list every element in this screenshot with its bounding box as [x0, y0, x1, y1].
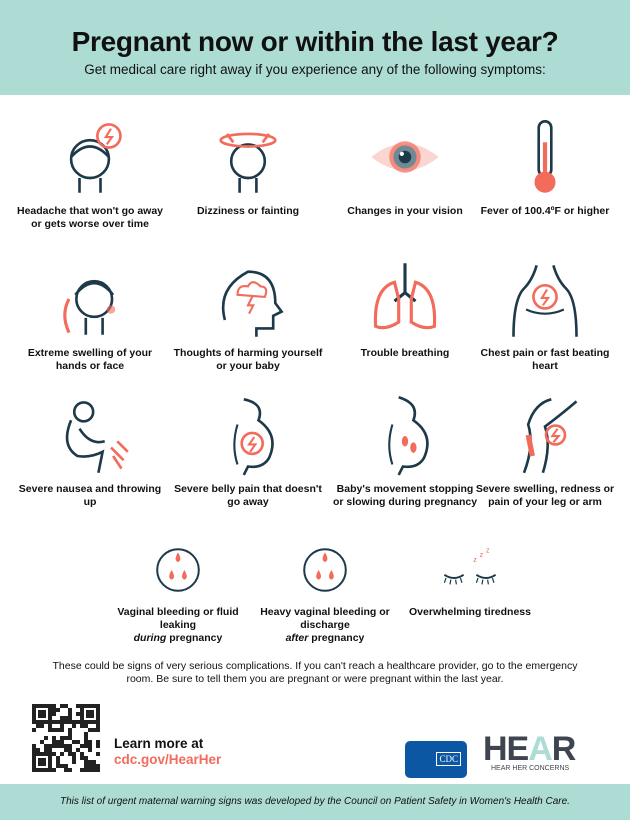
symptom-label: Chest pain or fast beating heart: [480, 347, 610, 372]
svg-text:z: z: [473, 555, 477, 564]
symptom-label-emphasis: after: [285, 632, 309, 644]
symptom-item: Fever of 100.4ºF or higher: [470, 115, 620, 218]
svg-text:z: z: [480, 550, 484, 559]
learn-more-link[interactable]: cdc.gov/HearHer: [114, 752, 222, 767]
symptom-item: Changes in your vision: [330, 115, 480, 218]
symptom-label: Thoughts of harming yourself or your bab…: [173, 347, 323, 372]
learn-more-text: Learn more at: [114, 736, 204, 751]
leg-pain-icon: [522, 398, 578, 474]
drops-icon: [156, 548, 200, 592]
page-subtitle: Get medical care right away if you exper…: [84, 62, 546, 77]
symptom-label: Headache that won't go away or gets wors…: [16, 205, 164, 230]
learn-more: Learn more at cdc.gov/HearHer: [114, 736, 221, 768]
symptom-item: Dizziness or fainting: [173, 115, 323, 218]
hear-logo: HEAR: [483, 730, 577, 769]
chest-pain-icon: [512, 265, 578, 337]
symptom-item: Headache that won't go away or gets wors…: [15, 115, 165, 231]
swelling-face-icon: [63, 279, 116, 335]
symptom-label: Baby's movement stopping or slowing duri…: [332, 483, 478, 508]
symptom-item: Chest pain or fast beating heart: [470, 257, 620, 373]
hear-logo-r: R: [551, 730, 577, 768]
qr-code-icon[interactable]: [32, 704, 100, 772]
warning-note: These could be signs of very serious com…: [52, 660, 578, 685]
symptom-item: Baby's movement stopping or slowing duri…: [330, 393, 480, 509]
symptom-label: Severe nausea and throwing up: [18, 483, 162, 508]
header: Pregnant now or within the last year? Ge…: [0, 0, 630, 95]
cdc-logo: CDC: [405, 741, 467, 778]
symptom-label: Fever of 100.4ºF or higher: [480, 205, 610, 217]
footer: This list of urgent maternal warning sig…: [0, 784, 630, 820]
drops-icon: [303, 548, 347, 592]
symptom-item: Severe swelling, redness or pain of your…: [470, 393, 620, 509]
symptom-label-text: Vaginal bleeding or fluid leaking: [117, 606, 239, 631]
page-title: Pregnant now or within the last year?: [71, 26, 559, 57]
cdc-logo-text: CDC: [436, 752, 461, 766]
hear-logo-a: A: [528, 730, 553, 768]
symptom-label-text: pregnancy: [311, 632, 365, 644]
symptom-label: Trouble breathing: [360, 347, 450, 359]
hear-logo-subtitle: HEAR HER CONCERNS: [491, 765, 570, 772]
headache-icon: [69, 123, 122, 193]
symptom-label-emphasis: during: [133, 632, 167, 644]
symptom-item: Severe belly pain that doesn't go away: [173, 393, 323, 509]
symptom-label: Severe swelling, redness or pain of your…: [475, 483, 615, 508]
symptom-item: Severe nausea and throwing up: [15, 393, 165, 509]
dizziness-icon: [219, 132, 277, 193]
sleep-icon: zzz: [443, 545, 497, 585]
svg-text:z: z: [486, 545, 490, 554]
storm-head-icon: [221, 270, 284, 337]
symptom-label: Overwhelming tiredness: [409, 606, 531, 618]
symptom-label: Extreme swelling of your hands or face: [27, 347, 153, 372]
symptom-item: Extreme swelling of your hands or face: [15, 257, 165, 373]
symptom-label: Dizziness or fainting: [196, 205, 300, 217]
hear-logo-he: HE: [483, 730, 529, 768]
symptom-item: Trouble breathing: [330, 257, 480, 360]
thermometer-icon: [534, 119, 556, 193]
baby-movement-icon: [388, 395, 429, 476]
symptom-label-text: Heavy vaginal bleeding or discharge: [260, 606, 390, 631]
symptom-label: Changes in your vision: [347, 205, 463, 217]
symptom-label: Severe belly pain that doesn't go away: [174, 483, 322, 508]
eye-icon: [371, 141, 439, 173]
symptom-label-text: pregnancy: [169, 632, 223, 644]
nausea-icon: [65, 401, 129, 474]
symptom-item: Thoughts of harming yourself or your bab…: [173, 257, 323, 373]
belly-pain-icon: [233, 398, 274, 476]
lungs-icon: [373, 263, 437, 330]
